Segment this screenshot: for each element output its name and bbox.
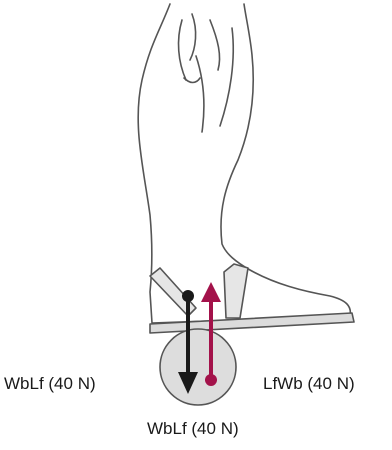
label-right-force: LfWb (40 N) [263, 374, 355, 394]
leg-foot-outline [138, 4, 354, 333]
label-left-force: WbLf (40 N) [4, 374, 96, 394]
pulley-wheel [160, 329, 236, 405]
label-bottom-force: WbLf (40 N) [147, 419, 239, 439]
